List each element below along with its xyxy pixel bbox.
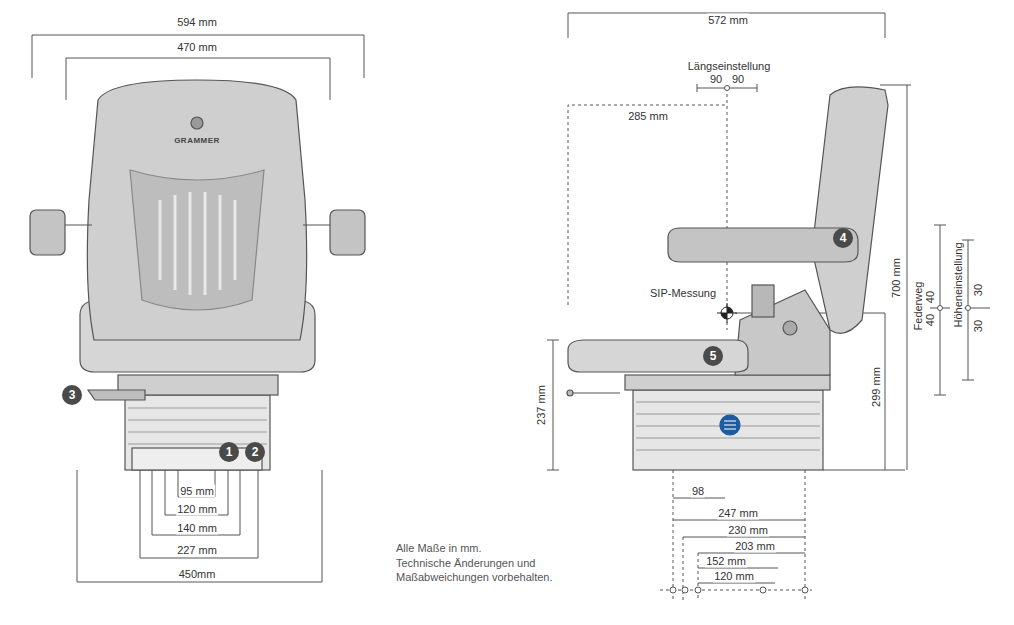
- dimension-label: 90: [731, 73, 745, 86]
- dimension-label: 120 mm: [176, 503, 218, 516]
- callout-number: 1: [219, 442, 239, 462]
- callout-text: 2: [252, 446, 259, 458]
- callout-number: 4: [833, 228, 853, 248]
- dimension-label: 40: [924, 290, 937, 304]
- callout-number: 3: [62, 385, 82, 405]
- note-text: Technische Änderungen und Maßabweichunge…: [395, 556, 557, 584]
- callout-text: 5: [710, 350, 717, 362]
- dimension-label: 140 mm: [176, 522, 218, 535]
- dimension-label: 40: [924, 313, 937, 327]
- dimension-label: 30: [972, 283, 985, 297]
- dimension-label: 247 mm: [717, 507, 759, 520]
- callout-text: 1: [226, 446, 233, 458]
- dimension-label: 227 mm: [176, 544, 218, 557]
- dimension-label: 152 mm: [705, 555, 747, 568]
- dimension-label: 470 mm: [176, 41, 218, 54]
- dimension-label: 90: [709, 73, 723, 86]
- callout-number: 2: [245, 442, 265, 462]
- dimension-label: 700 mm: [890, 257, 903, 299]
- callout-number: 5: [703, 346, 723, 366]
- dimension-label: 285 mm: [627, 110, 669, 123]
- note-text: Alle Maße in mm.: [395, 542, 483, 555]
- dimension-label: Längseinstellung: [687, 60, 772, 73]
- brand-logo: GRAMMER: [173, 134, 221, 147]
- dimension-label: 120 mm: [713, 570, 755, 583]
- dimension-label: Höheneinstellung: [952, 241, 965, 328]
- dimension-label: 95 mm: [179, 485, 215, 498]
- dimension-label: 30: [972, 319, 985, 333]
- callout-text: 4: [840, 232, 847, 244]
- dimension-label: 572 mm: [707, 14, 749, 27]
- dimension-label: 450mm: [178, 568, 217, 581]
- callout-text: 3: [69, 389, 76, 401]
- dimension-label: SIP-Messung: [649, 287, 717, 300]
- dimension-label: 98: [691, 485, 705, 498]
- dimension-label: 594 mm: [176, 16, 218, 29]
- dimension-label: 230 mm: [727, 524, 769, 537]
- dimension-label: 203 mm: [734, 540, 776, 553]
- dimension-label: 299 mm: [870, 366, 883, 408]
- dimension-label: 237 mm: [535, 384, 548, 426]
